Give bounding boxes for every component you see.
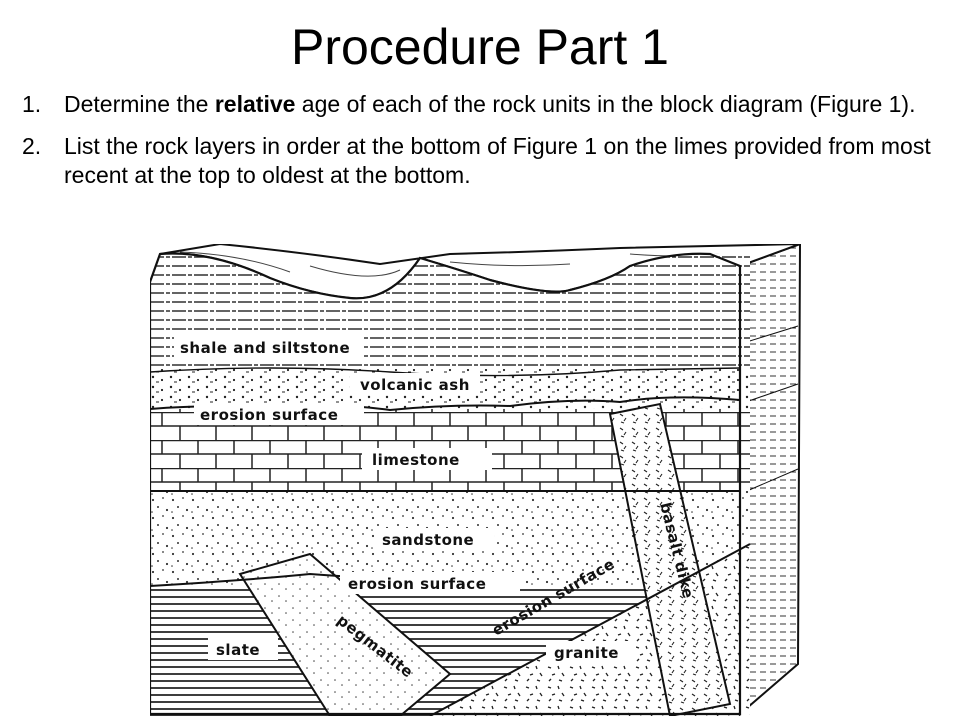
step-item: 2. List the rock layers in order at the … bbox=[22, 132, 952, 190]
label-sandstone: sandstone bbox=[382, 531, 474, 549]
step-number: 1. bbox=[22, 91, 42, 117]
label-shale-siltstone: shale and siltstone bbox=[180, 339, 350, 357]
step-text: Determine the relative age of each of th… bbox=[64, 90, 952, 119]
step-item: 1. Determine the relative age of each of… bbox=[22, 90, 952, 119]
step-text-bold: relative bbox=[214, 91, 296, 117]
step-number: 2. bbox=[22, 133, 42, 159]
label-granite: granite bbox=[554, 644, 619, 662]
slide-title: Procedure Part 1 bbox=[291, 19, 669, 75]
procedure-steps: 1. Determine the relative age of each of… bbox=[22, 90, 952, 203]
step-text: List the rock layers in order at the bot… bbox=[64, 133, 931, 188]
label-erosion-surface-lower: erosion surface bbox=[348, 575, 486, 593]
step-text-start: Determine the bbox=[64, 91, 215, 117]
label-volcanic-ash: volcanic ash bbox=[360, 376, 470, 394]
label-slate: slate bbox=[216, 641, 260, 659]
block-diagram: shale and siltstone volcanic ash erosion… bbox=[150, 244, 802, 716]
label-erosion-surface-upper: erosion surface bbox=[200, 406, 338, 424]
step-text-end: age of each of the rock units in the blo… bbox=[295, 91, 916, 117]
label-limestone: limestone bbox=[372, 451, 460, 469]
